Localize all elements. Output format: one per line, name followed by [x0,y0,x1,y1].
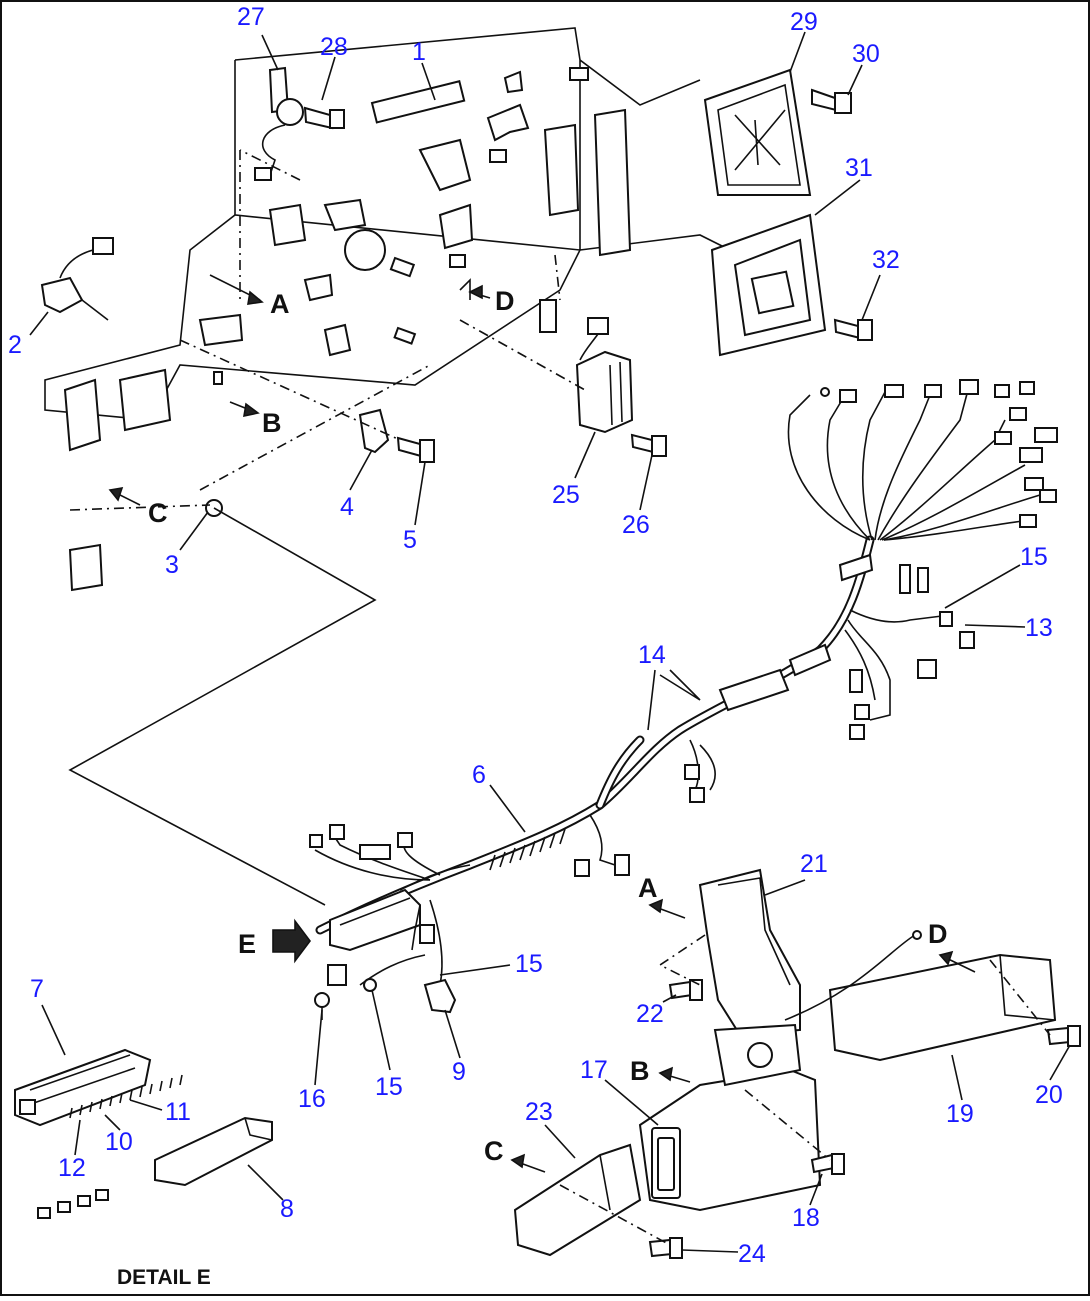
callout-2: 2 [8,331,22,359]
callout-4: 4 [340,493,354,521]
callout-30: 30 [852,40,880,68]
callout-20: 20 [1035,1081,1063,1109]
bracket-27 [254,66,304,181]
callout-24: 24 [738,1240,766,1268]
callout-leaders [29,31,1071,1253]
callout-18: 18 [792,1204,820,1232]
callout-9: 9 [452,1058,466,1086]
ref-c-lower: C [484,1136,504,1166]
terminal-10-11 [69,1074,183,1119]
bolt-30 [811,88,852,114]
callout-7: 7 [30,975,44,1003]
bolt-5 [396,436,435,463]
callout-22: 22 [636,1000,664,1028]
bolt-28 [303,106,345,130]
callout-32: 32 [872,246,900,274]
duct-17 [638,1023,822,1212]
cover-8 [154,1116,273,1187]
callout-15-b: 15 [515,950,543,978]
ref-a-lower: A [638,873,658,903]
bolts-18-20-22-24 [648,979,1081,1259]
detail-e-caption: DETAIL E [117,1266,211,1289]
callout-3: 3 [165,551,179,579]
duct-19 [828,953,1057,1062]
duct-21 [698,868,801,1037]
ref-b-lower: B [630,1056,650,1086]
callout-8: 8 [280,1195,294,1223]
callout-14: 14 [638,641,666,669]
bolt-26 [630,433,667,457]
dashboard-panel [44,27,731,592]
connector-7 [14,1048,152,1127]
callout-12: 12 [58,1154,86,1182]
monitor-29 [703,68,812,196]
callout-21: 21 [800,850,828,878]
callout-5: 5 [403,526,417,554]
callout-16: 16 [298,1085,326,1113]
relay-25 [575,317,634,434]
ref-d-lower: D [928,919,948,949]
main-wire-harness [309,379,1058,1014]
switch-2 [40,237,114,321]
callout-6: 6 [472,761,486,789]
ref-a-upper: A [270,289,290,319]
ref-d-upper: D [495,286,515,316]
ref-c-upper: C [148,498,168,528]
ref-e: E [238,929,256,959]
duct-leaders [559,930,1051,1246]
callout-27: 27 [237,3,265,31]
callout-29: 29 [790,8,818,36]
assembly-leaders [68,149,586,906]
callout-28: 28 [320,33,348,61]
callout-1: 1 [412,38,426,66]
bolt-32 [833,318,873,341]
ref-b-upper: B [262,408,282,438]
callout-15-c: 15 [375,1073,403,1101]
callout-15-a: 15 [1020,543,1048,571]
callout-17: 17 [580,1056,608,1084]
reference-arrows [108,274,976,1173]
callout-13: 13 [1025,614,1053,642]
duct-23 [513,1143,642,1257]
callout-25: 25 [552,481,580,509]
callout-26: 26 [622,511,650,539]
terminal-12 [37,1189,109,1219]
callout-10: 10 [105,1128,133,1156]
callout-31: 31 [845,154,873,182]
callout-19: 19 [946,1100,974,1128]
callout-23: 23 [525,1098,553,1126]
monitor-31 [710,213,827,357]
clip-4 [358,408,390,454]
callout-11: 11 [165,1098,191,1126]
